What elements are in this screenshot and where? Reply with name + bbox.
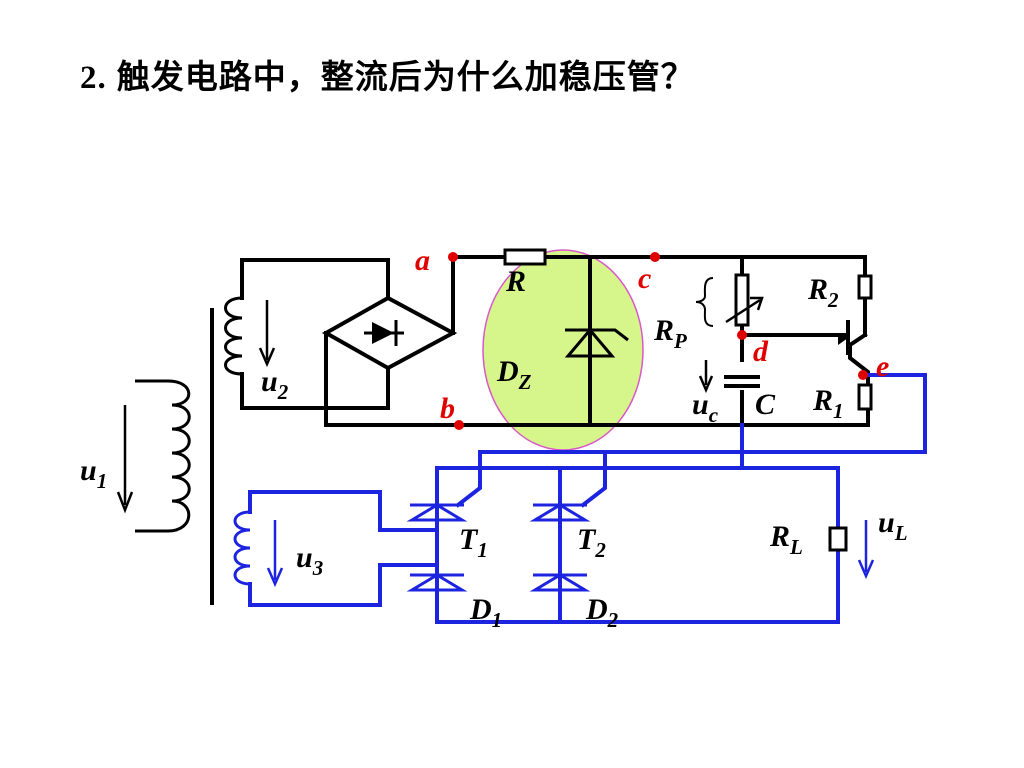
node-c-label: c: [638, 262, 651, 295]
diode-d2: [529, 573, 591, 592]
label-d1: D1: [469, 593, 502, 632]
main-circuit: [233, 373, 927, 624]
question-number: 2.: [80, 60, 107, 96]
trigger-wiring: [240, 255, 870, 427]
thyristor-t2: [529, 503, 591, 522]
secondary-winding-u3: [233, 510, 251, 586]
label-u2: u2: [261, 365, 289, 404]
node-e-marker: [858, 370, 868, 380]
uc-arrow: [698, 360, 714, 394]
thyristor-t1: [406, 503, 468, 522]
label-rp: RP: [653, 314, 687, 353]
label-c: C: [755, 388, 776, 421]
label-r2: R2: [807, 273, 839, 312]
resistor-r1: [857, 383, 873, 411]
label-dz: DZ: [496, 355, 532, 394]
node-e-label: e: [876, 350, 889, 383]
node-a-marker: [448, 252, 458, 262]
node-d-label: d: [753, 335, 769, 368]
unijunction-transistor: [838, 320, 850, 355]
label-uc: uc: [692, 388, 719, 427]
ul-arrow: [857, 520, 875, 580]
secondary-winding-u2: [224, 296, 243, 376]
u1-arrow: [116, 405, 134, 514]
label-t2: T2: [577, 523, 606, 562]
label-r: R: [505, 265, 526, 298]
node-d-marker: [737, 330, 747, 340]
resistor-r: [503, 248, 547, 266]
label-t1: T1: [459, 523, 488, 562]
diode-d1: [406, 573, 468, 592]
question-text: 触发电路中，整流后为什么加稳压管？: [116, 57, 695, 96]
label-d2: D2: [585, 593, 619, 632]
u3-arrow: [266, 520, 284, 588]
capacitor-c: [724, 362, 760, 390]
slide-title: 2.触发电路中，整流后为什么加稳压管？: [80, 50, 695, 98]
bridge-rectifier: [321, 295, 458, 371]
label-rl: RL: [769, 520, 803, 559]
label-u3: u3: [296, 541, 323, 580]
main-transformer: [135, 296, 243, 605]
zener-diode: [564, 327, 629, 358]
label-r1: R1: [812, 384, 844, 423]
node-a-label: a: [415, 244, 430, 277]
u2-arrow: [258, 300, 276, 368]
node-c-marker: [650, 252, 660, 262]
potentiometer-rp: [695, 273, 764, 327]
label-u1: u1: [80, 454, 107, 493]
rp-brace: [695, 277, 714, 327]
resistor-r2: [857, 274, 873, 300]
node-b-label: b: [440, 392, 455, 425]
label-ul: uL: [878, 506, 908, 545]
node-b-marker: [454, 420, 464, 430]
resistor-rl: [828, 526, 848, 552]
primary-winding: [135, 379, 191, 533]
